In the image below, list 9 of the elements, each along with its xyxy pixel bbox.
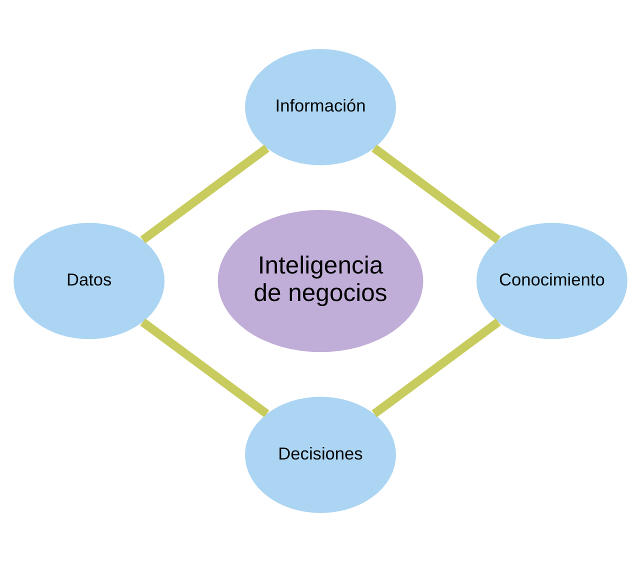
node-ellipse: Conocimiento xyxy=(476,222,628,340)
connector xyxy=(140,144,270,244)
node-ellipse: Información xyxy=(245,48,396,166)
node-ellipse: Decisiones xyxy=(245,396,396,514)
connector xyxy=(140,318,270,418)
node-ellipse: Datos xyxy=(14,222,165,340)
node-ellipse: Inteligencia de negocios xyxy=(218,210,424,352)
connector xyxy=(372,318,501,418)
connector xyxy=(372,144,501,244)
